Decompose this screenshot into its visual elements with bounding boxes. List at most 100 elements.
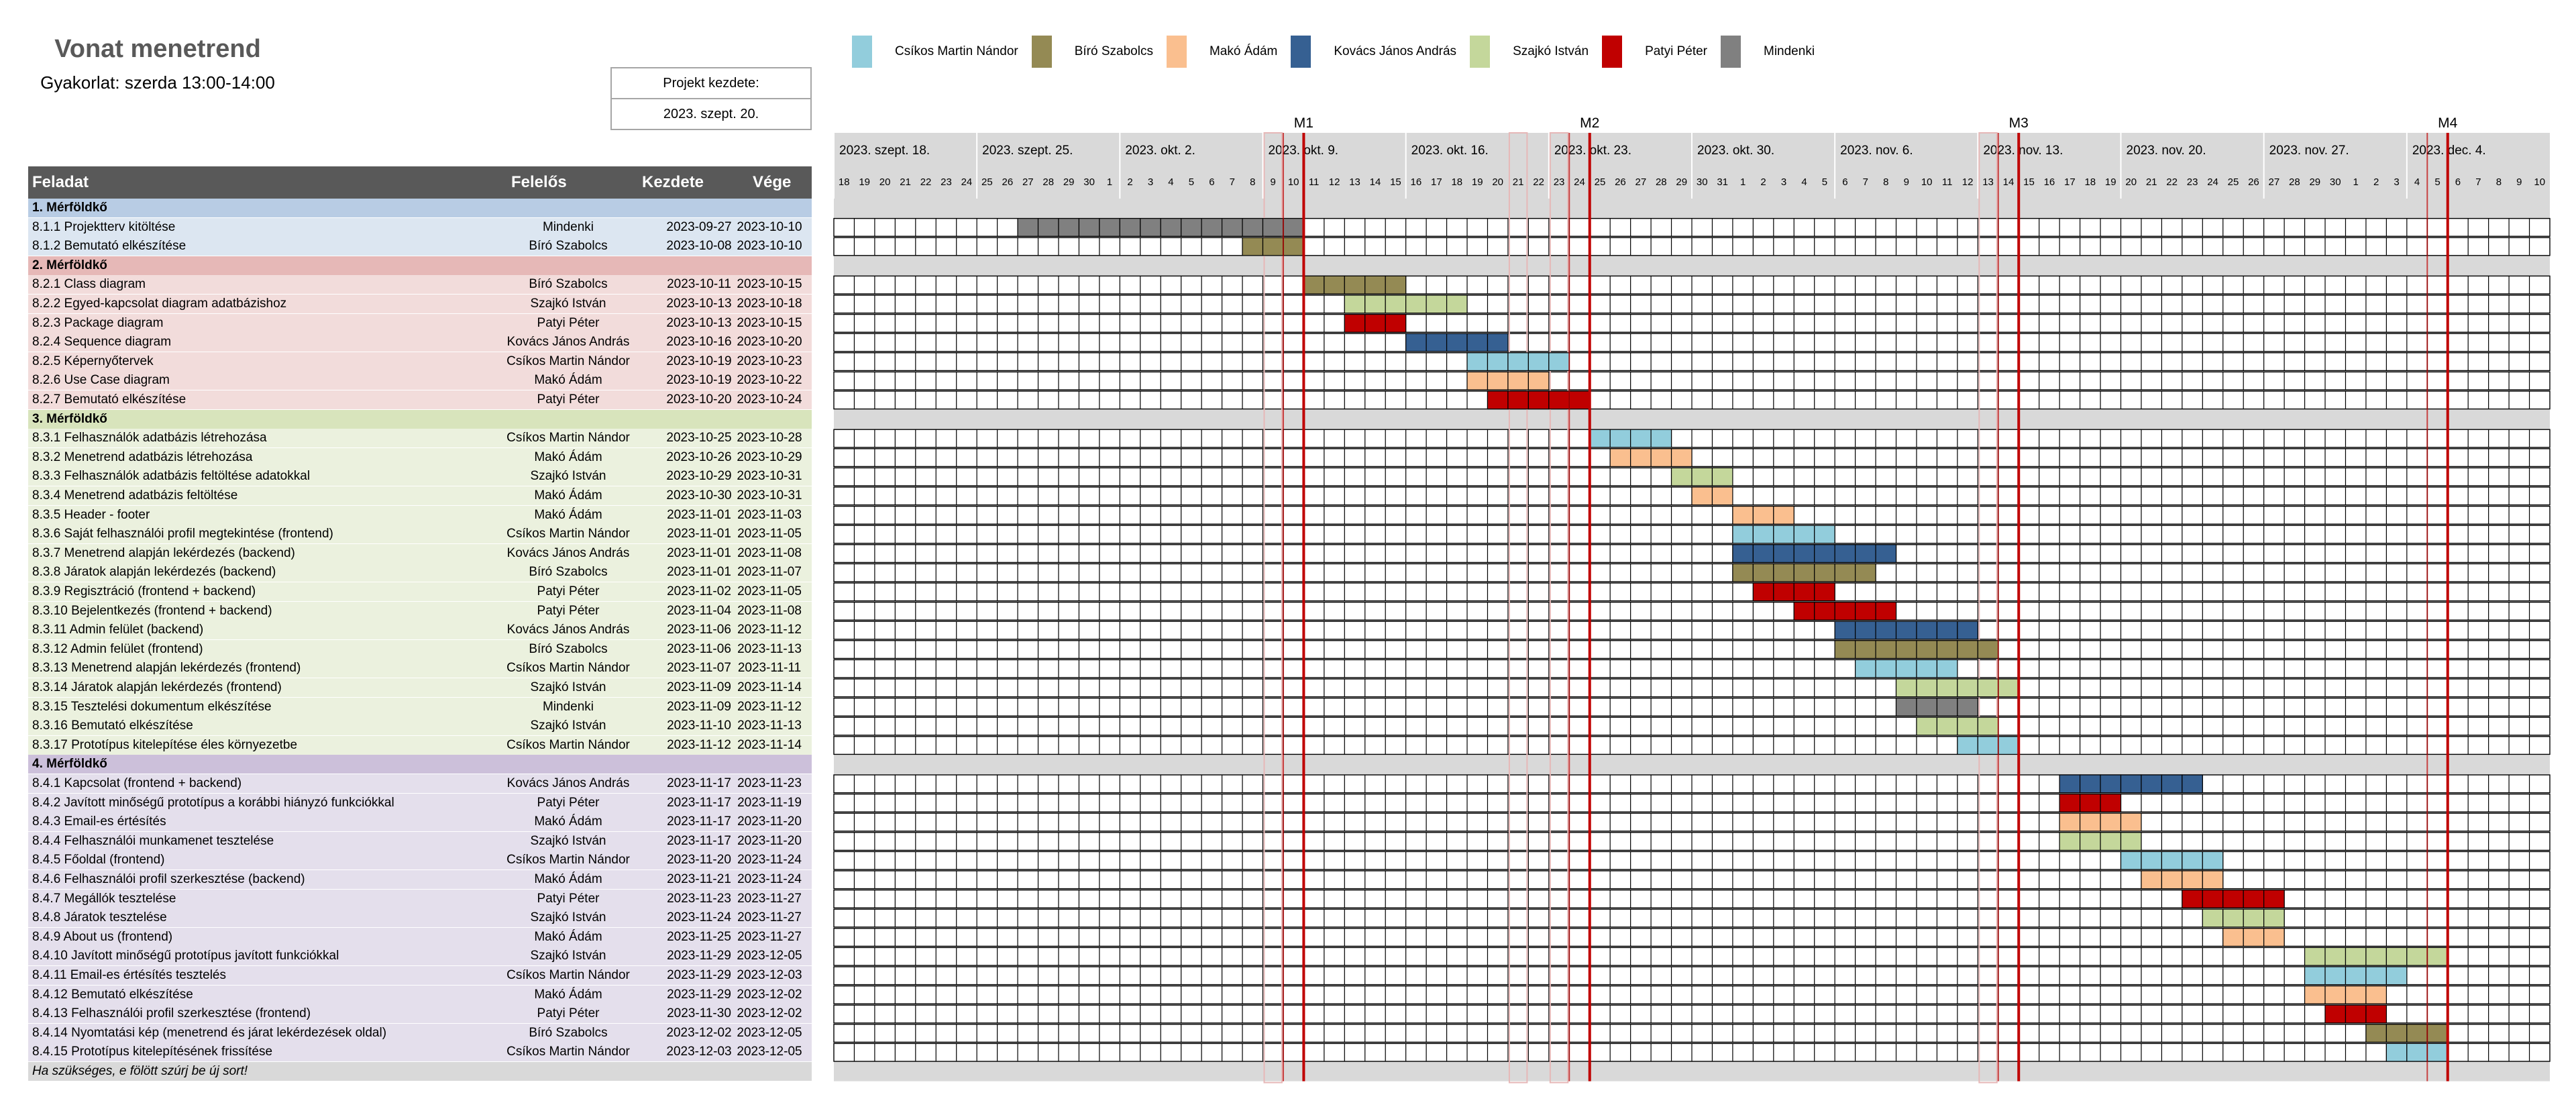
table-row[interactable]: 8.4.14 Nyomtatási kép (menetrend és jára… [28,1023,812,1043]
legend-swatch [1031,36,1052,68]
task-end: 2023-12-02 [737,987,802,1002]
gantt-bar-cell [2202,889,2224,908]
table-row[interactable]: 8.4.10 Javított minőségű prototípus javí… [28,947,812,966]
table-row[interactable]: 8.4.4 Felhasználói munkamenet tesztelése… [28,831,812,851]
task-end: 2023-10-15 [737,277,802,292]
gantt-bar-cell [1936,640,1958,659]
legend-item: Bíró Szabolcs [1031,36,1153,68]
gantt-bar-cell [1426,333,1448,352]
day-label: 16 [2044,176,2055,188]
table-row[interactable]: 8.3.7 Menetrend alapján lekérdezés (back… [28,543,812,563]
gantt-bar-cell [1466,333,1489,352]
gantt-bar-cell [1855,640,1876,659]
gantt-bar-cell [2345,985,2367,1004]
gantt-bar-cell [1487,371,1509,390]
day-label: 7 [2475,176,2481,188]
legend-item: Kovács János András [1291,36,1456,68]
day-label: 22 [1533,176,1544,188]
table-row[interactable]: 8.4.5 Főoldal (frontend)Csíkos Martin Ná… [28,851,812,870]
day-label: 3 [1781,176,1786,188]
column-header-start: Kezdete [642,173,704,191]
table-row[interactable]: 8.4.1 Kapcsolat (frontend + backend)Ková… [28,774,812,793]
gantt-bar-cell [2161,870,2183,890]
gantt-bar-cell [1998,736,2019,755]
table-row[interactable]: 8.3.6 Saját felhasználói profil megtekin… [28,525,812,544]
table-row[interactable]: 8.4.6 Felhasználói profil szerkesztése (… [28,870,812,889]
table-row[interactable]: 8.4.13 Felhasználói profil szerkesztése … [28,1004,812,1024]
gantt-bar-cell [1507,352,1529,371]
table-row[interactable]: 8.3.1 Felhasználók adatbázis létrehozása… [28,429,812,448]
table-row[interactable]: 8.3.11 Admin felület (backend)Kovács Ján… [28,621,812,640]
table-row[interactable]: 8.2.2 Egyed-kapcsolat diagram adatbázish… [28,295,812,313]
milestone-row[interactable]: 3. Mérföldkő [28,409,812,429]
gantt-bar-cell [2385,947,2408,966]
gantt-bar-cell [1385,295,1407,314]
table-row[interactable]: 8.3.10 Bejelentkezés (frontend + backend… [28,601,812,621]
day-label: 5 [2434,176,2440,188]
table-row[interactable]: 8.4.15 Prototípus kitelepítésének frissí… [28,1043,812,1062]
table-row[interactable]: 8.3.13 Menetrend alapján lekérdezés (fro… [28,659,812,678]
day-label: 4 [2414,176,2420,188]
table-row[interactable]: 8.3.9 Regisztráció (frontend + backend)P… [28,582,812,601]
day-label: 22 [920,176,932,188]
table-row[interactable]: 8.3.3 Felhasználók adatbázis feltöltése … [28,467,812,486]
task-start: 2023-11-21 [667,872,731,886]
task-name: 8.3.14 Járatok alapján lekérdezés (front… [32,680,282,694]
table-row[interactable]: 8.3.12 Admin felület (frontend)Bíró Szab… [28,639,812,659]
day-label: 28 [1656,176,1667,188]
gantt-bar-cell [1936,697,1958,717]
task-name: 8.4.8 Járatok tesztelése [32,910,167,925]
gantt-bar-cell [1773,544,1794,563]
task-name: 8.2.5 Képernyőtervek [32,354,154,368]
project-start-value[interactable]: 2023. szept. 20. [610,98,812,130]
gantt-bar-cell [1568,390,1591,410]
milestone-row[interactable]: 4. Mérföldkő [28,755,812,774]
day-label: 8 [2496,176,2502,188]
legend-item: Csíkos Martin Nándor [852,36,1018,68]
table-row[interactable]: 8.3.8 Járatok alapján lekérdezés (backen… [28,563,812,582]
task-start: 2023-11-01 [667,527,731,541]
legend-label: Mindenki [1764,44,1815,58]
gantt-bar-cell [1916,640,1938,659]
table-row[interactable]: 8.3.17 Prototípus kitelepítése éles körn… [28,735,812,755]
gantt-bar-cell [2222,889,2244,908]
legend-swatch [1166,36,1187,68]
task-owner: Bíró Szabolcs [529,565,608,580]
table-row[interactable]: 8.4.2 Javított minőségű prototípus a kor… [28,793,812,812]
footnote-text: Ha szükséges, e fölött szúrj be új sort! [32,1064,248,1078]
gantt-bar-cell [1875,544,1897,563]
gantt-bar-cell [1344,314,1366,333]
day-label: 5 [1189,176,1194,188]
gantt-bar-cell [2243,908,2265,928]
task-name: 8.3.5 Header - footer [32,507,150,522]
task-end: 2023-12-05 [737,1045,802,1059]
footnote: Ha szükséges, e fölött szúrj be új sort! [28,1062,812,1081]
gantt-bar-cell [1732,525,1754,544]
milestone-row[interactable]: 1. Mérföldkő [28,199,812,217]
table-row[interactable]: 8.3.14 Járatok alapján lekérdezés (front… [28,678,812,697]
task-name: 8.3.6 Saját felhasználói profil megtekin… [32,527,333,541]
table-row[interactable]: 8.3.15 Tesztelési dokumentum elkészítése… [28,697,812,717]
task-start: 2023-11-30 [667,1006,731,1021]
legend-label: Makó Ádám [1209,44,1278,58]
task-start: 2023-11-23 [667,891,731,906]
milestone-row[interactable]: 2. Mérföldkő [28,256,812,275]
